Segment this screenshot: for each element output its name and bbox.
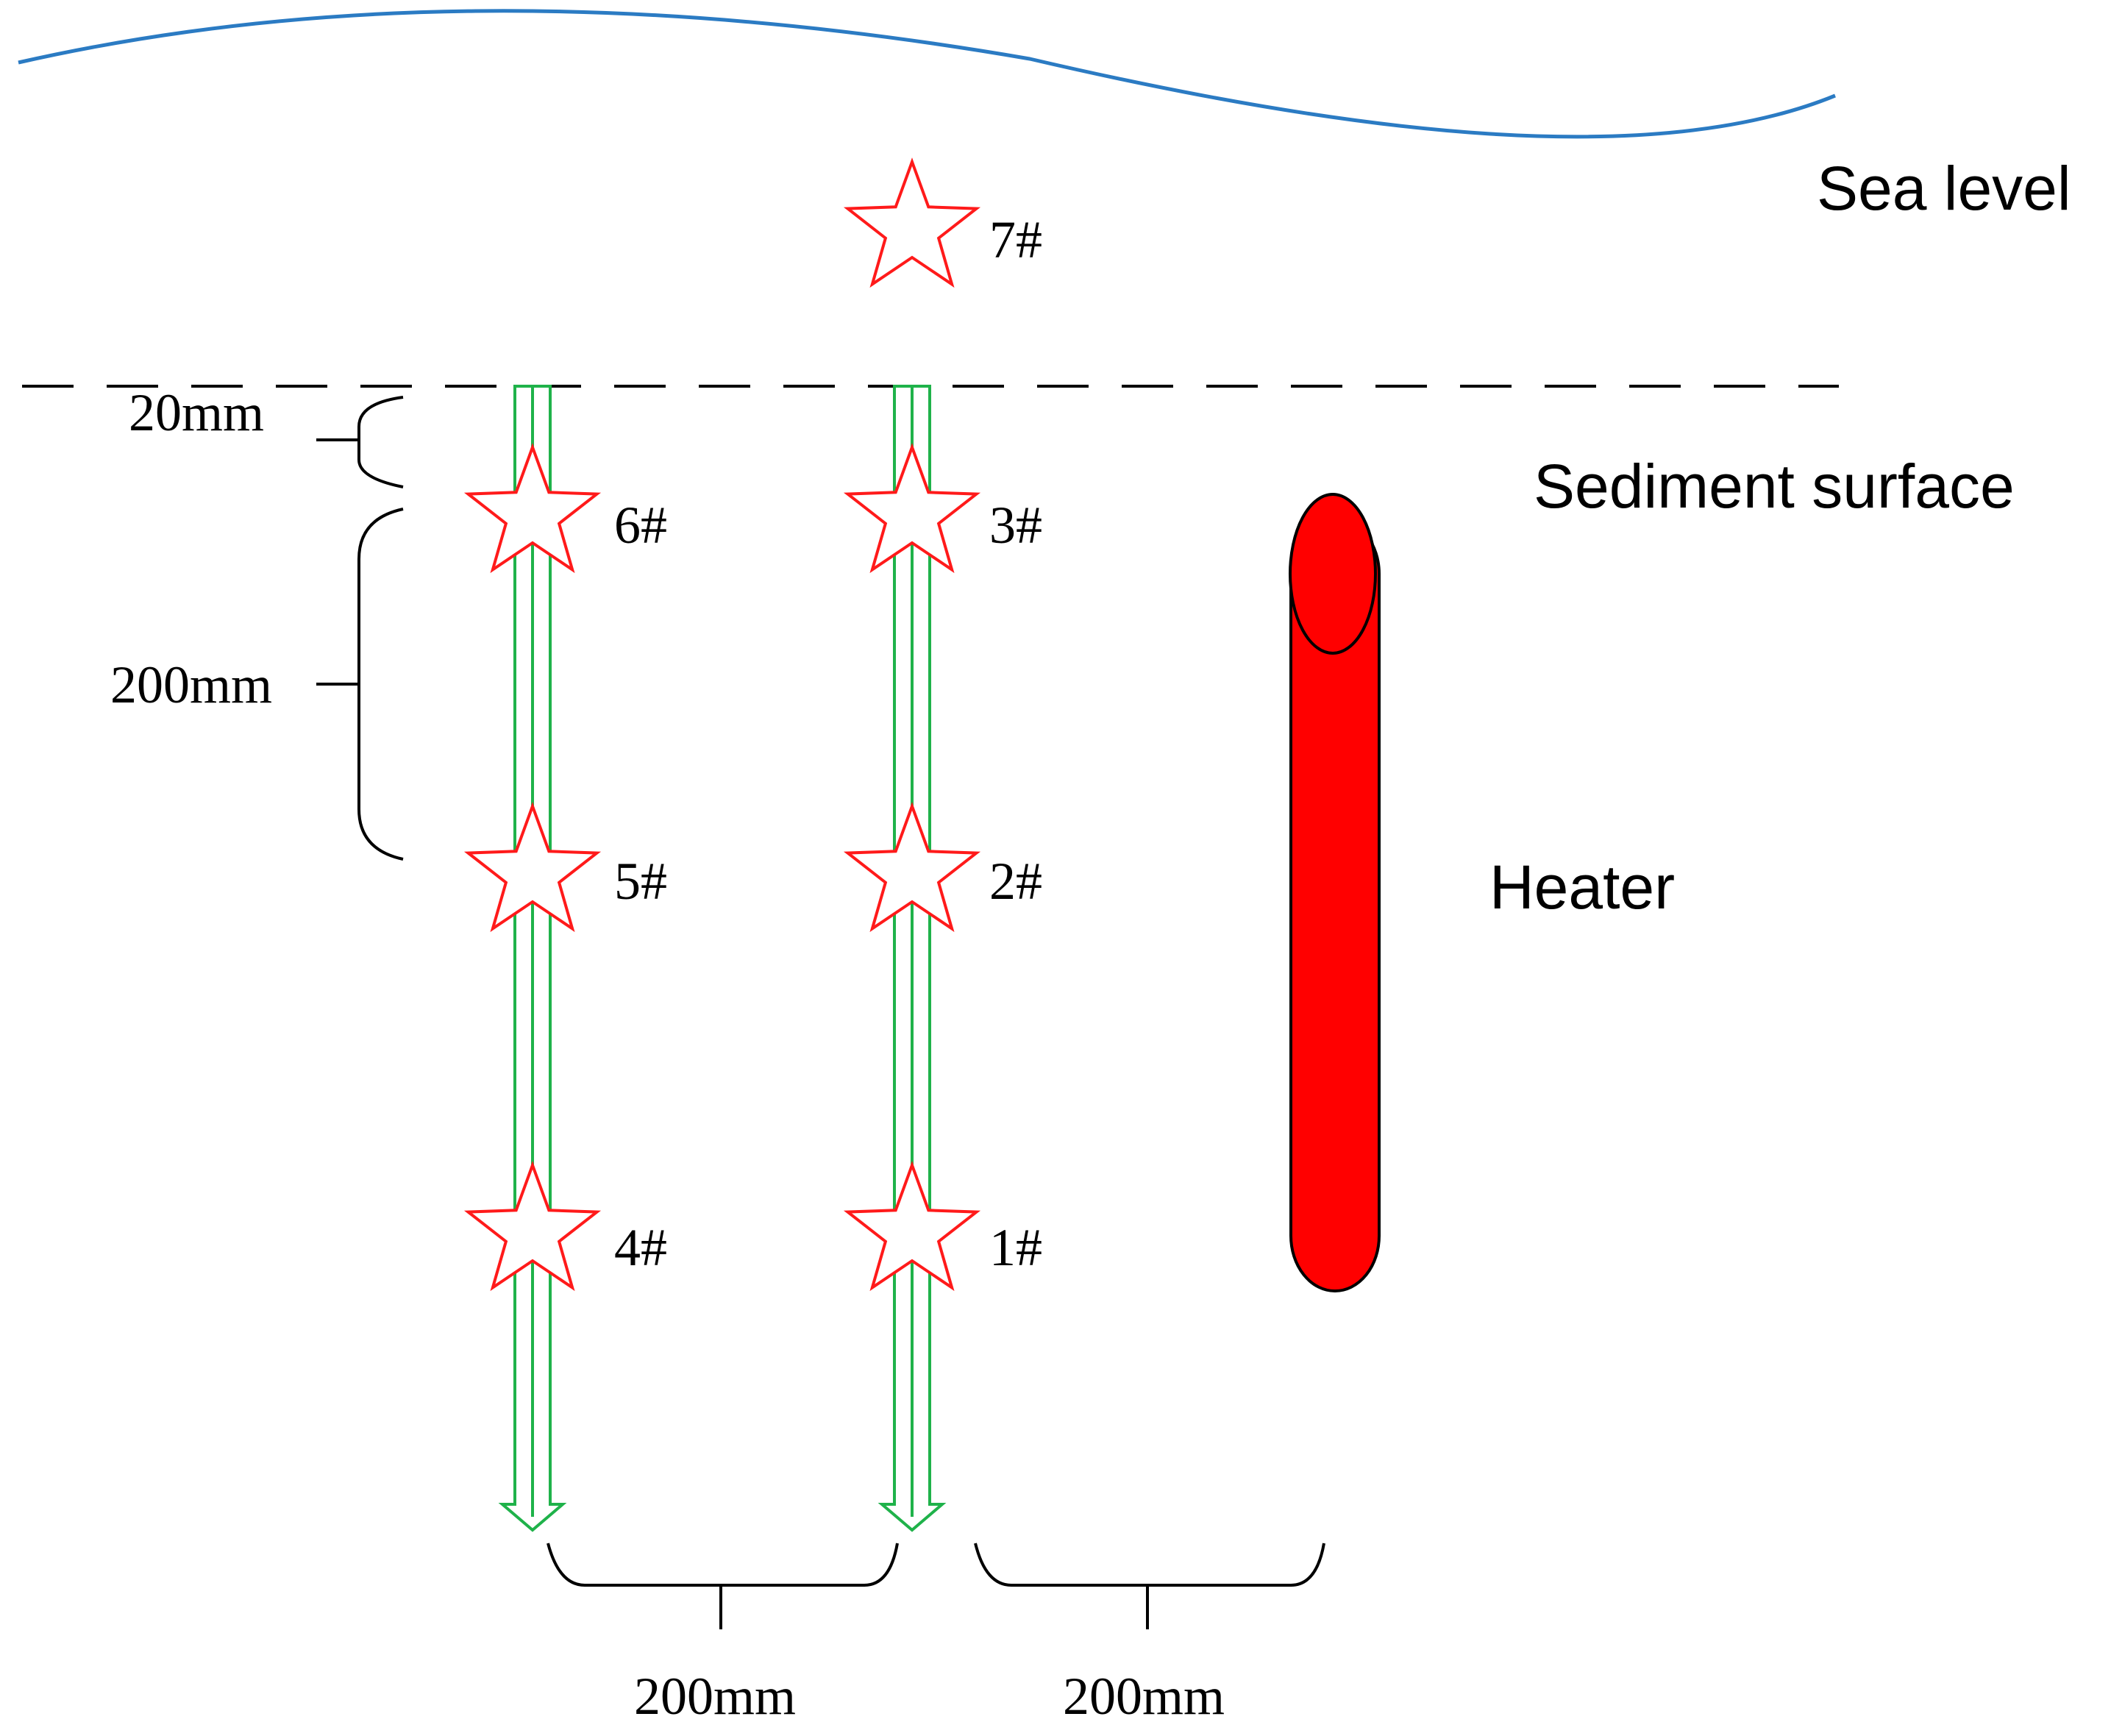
- sensor-1-star: [843, 1161, 981, 1292]
- sensor-3-label: 3#: [989, 496, 1042, 555]
- top-gap-label: 20mm: [129, 383, 264, 442]
- heater-label: Heater: [1489, 853, 1675, 922]
- probe-left-body: [498, 385, 567, 1532]
- sediment-surface-label: Sediment surface: [1534, 452, 2015, 521]
- sensor-5-label: 5#: [614, 852, 667, 911]
- sensor-2-label: 2#: [989, 852, 1042, 911]
- heater-distance-label: 200mm: [1063, 1667, 1225, 1726]
- sea-level-label: Sea level: [1817, 154, 2071, 223]
- sensor-1-label: 1#: [989, 1218, 1042, 1277]
- probe-spacing-label: 200mm: [634, 1667, 796, 1726]
- sensor-6-star: [463, 443, 602, 574]
- sensor-7-star: [843, 157, 981, 288]
- vertical-spacing-bracket: [316, 508, 404, 861]
- sensor-4-label: 4#: [614, 1218, 667, 1277]
- top-gap-bracket: [316, 396, 404, 488]
- sea-level-line: [18, 9, 1836, 139]
- sensor-7-label: 7#: [989, 210, 1042, 269]
- sensor-6-label: 6#: [614, 496, 667, 555]
- heater: [1289, 493, 1381, 1292]
- heater-distance-bracket: [974, 1543, 1325, 1629]
- probe-spacing-bracket: [547, 1543, 899, 1629]
- probe-left: [498, 385, 567, 1532]
- sensor-5-star: [463, 802, 602, 933]
- probe-right-body: [877, 385, 947, 1532]
- vertical-spacing-label: 200mm: [110, 655, 272, 714]
- sensor-3-star: [843, 443, 981, 574]
- sensor-4-star: [463, 1161, 602, 1292]
- probe-right: [877, 385, 947, 1532]
- sensor-2-star: [843, 802, 981, 933]
- heater-top-cap: [1289, 493, 1377, 655]
